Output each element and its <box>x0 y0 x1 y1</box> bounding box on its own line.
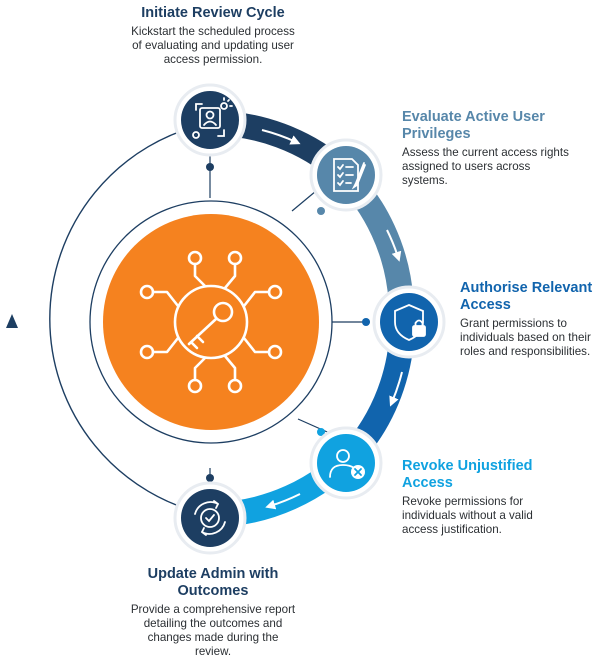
checklist-document-icon <box>333 158 366 192</box>
step-5-title: Update Admin with Outcomes <box>147 566 279 599</box>
step-2-text: Evaluate Active User Privileges Assess t… <box>402 109 572 188</box>
key-circuit-icon <box>139 250 283 394</box>
step-3-text: Authorise Relevant Access Grant permissi… <box>460 280 596 359</box>
step-1-text: Initiate Review Cycle Kickstart the sche… <box>118 5 308 67</box>
step-1-description: Kickstart the scheduled process of evalu… <box>131 25 295 66</box>
step-1-node <box>173 83 247 157</box>
step-4-text: Revoke Unjustified Access Revoke permiss… <box>402 458 550 537</box>
step-2-node <box>309 138 383 212</box>
step-4-description: Revoke permissions for individuals witho… <box>402 495 533 536</box>
connector-dots <box>206 163 370 482</box>
refresh-check-icon <box>194 500 226 536</box>
step-1-title: Initiate Review Cycle <box>141 5 285 21</box>
return-cycle-line <box>49 122 211 516</box>
step-3-node <box>372 285 446 359</box>
step-2-title: Evaluate Active User Privileges <box>402 109 545 142</box>
step-3-title: Authorise Relevant Access <box>460 280 593 313</box>
step-5-text: Update Admin with Outcomes Provide a com… <box>128 566 298 659</box>
step-5-node <box>173 481 247 555</box>
step-4-title: Revoke Unjustified Access <box>402 458 533 491</box>
step-3-description: Grant permissions to individuals based o… <box>460 317 591 358</box>
cycle-arrow-icon <box>6 314 18 328</box>
step-2-description: Assess the current access rights assigne… <box>402 146 569 187</box>
arc-arrows <box>261 129 403 510</box>
step-5-description: Provide a comprehensive report detailing… <box>130 603 296 658</box>
user-cycle-icon <box>192 97 233 139</box>
user-remove-icon <box>329 449 365 479</box>
step-4-node <box>309 426 383 500</box>
shield-lock-icon <box>394 304 426 341</box>
